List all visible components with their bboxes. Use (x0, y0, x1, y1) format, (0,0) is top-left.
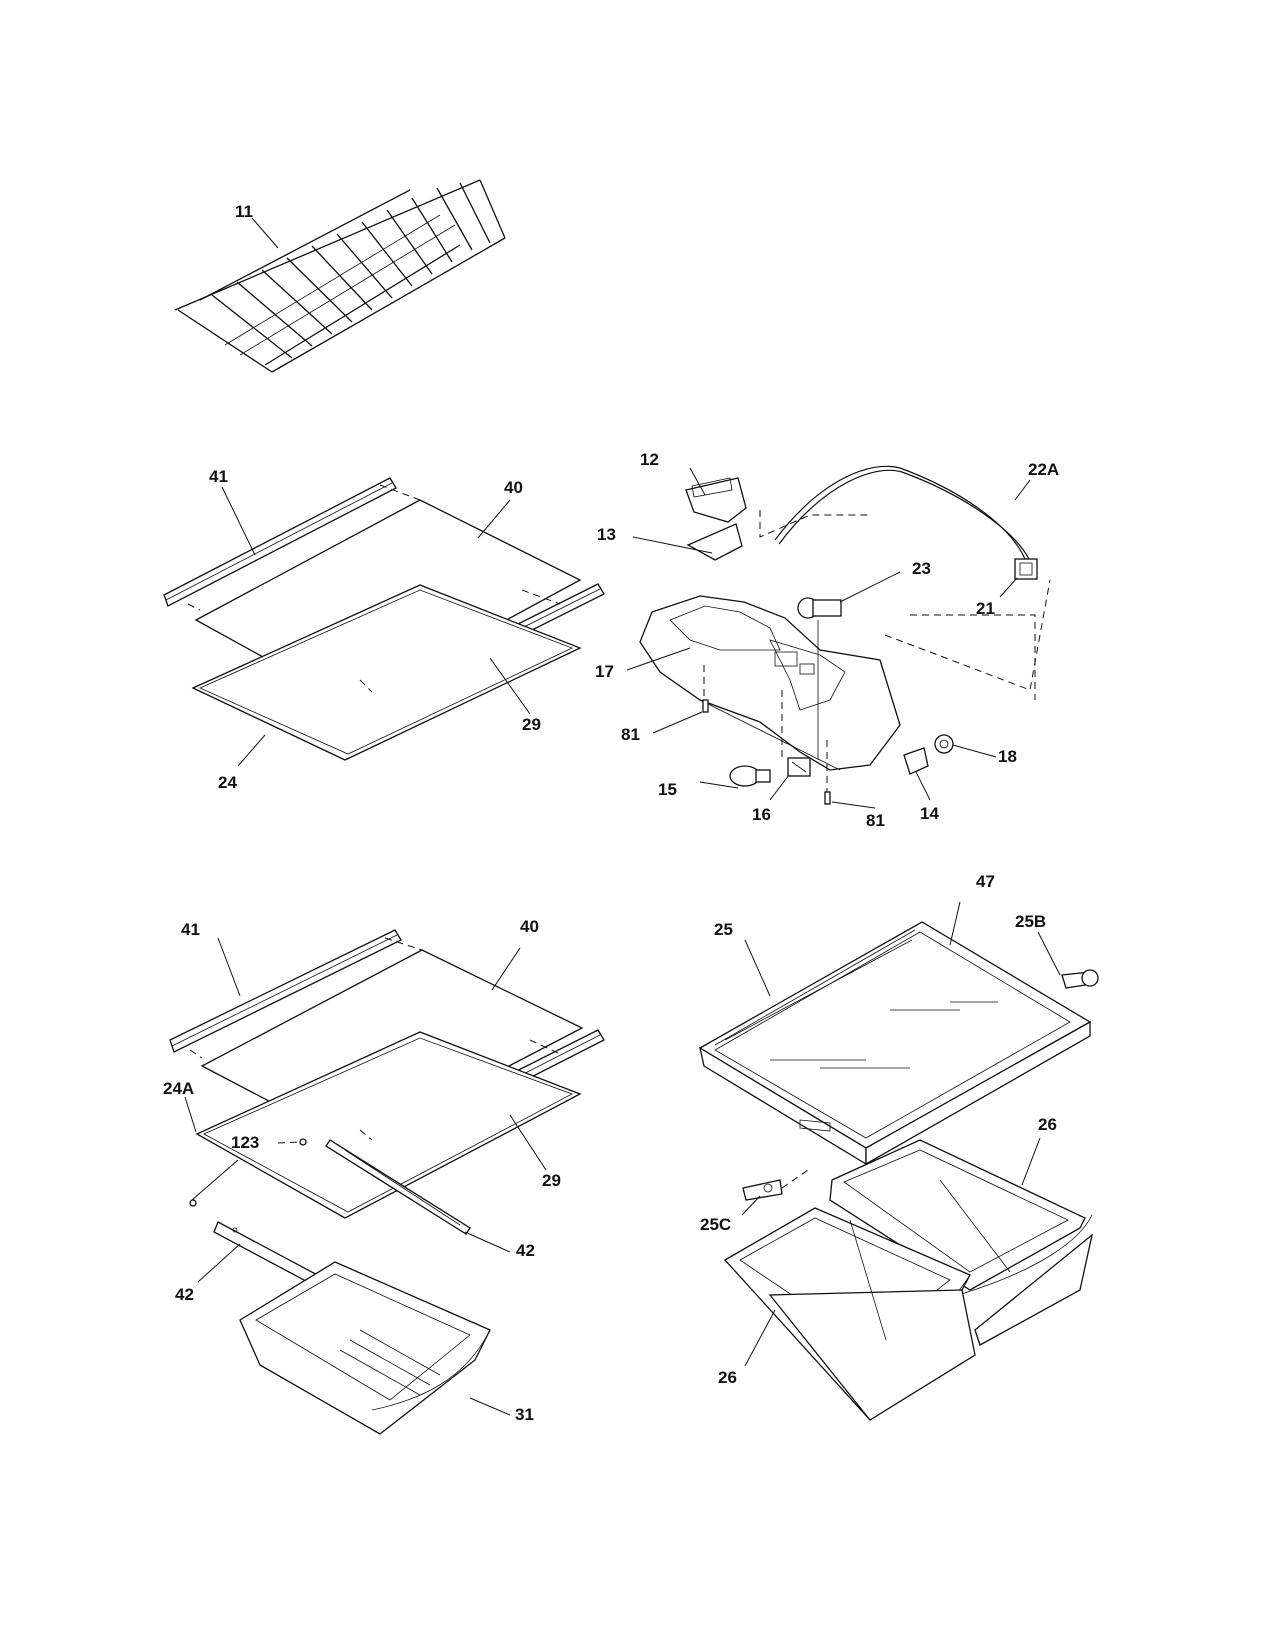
callout-24: 24 (218, 773, 237, 792)
callout-23: 23 (912, 559, 931, 578)
callout-12: 12 (640, 450, 659, 469)
callout-16: 16 (752, 805, 771, 824)
callout-42-right: 42 (516, 1241, 535, 1260)
callout-14: 14 (920, 804, 939, 823)
callout-123: 123 (231, 1133, 259, 1152)
callout-25: 25 (714, 920, 733, 939)
callout-13: 13 (597, 525, 616, 544)
crisper-assembly (698, 921, 1099, 1422)
callout-15: 15 (658, 780, 677, 799)
shelf-assembly-2 (169, 929, 605, 1435)
callout-81-left: 81 (621, 725, 640, 744)
callout-31: 31 (515, 1405, 534, 1424)
callout-29-bottom: 29 (542, 1171, 561, 1190)
wire-shelf (174, 179, 506, 373)
callout-25B: 25B (1015, 912, 1046, 931)
callout-26-left: 26 (718, 1368, 737, 1387)
callout-40-top: 40 (504, 478, 523, 497)
callout-25C: 25C (700, 1215, 731, 1234)
callout-18: 18 (998, 747, 1017, 766)
shelf-assembly-1 (163, 477, 605, 761)
callout-11: 11 (235, 202, 253, 221)
control-assembly (639, 465, 1051, 805)
callout-21: 21 (976, 599, 995, 618)
callout-17: 17 (595, 662, 614, 681)
callout-22A: 22A (1028, 460, 1059, 479)
callout-41-bottom: 41 (181, 920, 200, 939)
callout-40-bottom: 40 (520, 917, 539, 936)
callout-24A: 24A (163, 1079, 194, 1098)
callout-29-top: 29 (522, 715, 541, 734)
callout-42-left: 42 (175, 1285, 194, 1304)
callout-26-right: 26 (1038, 1115, 1057, 1134)
callout-81-right: 81 (866, 811, 885, 830)
callout-41-top: 41 (209, 467, 228, 486)
callout-47: 47 (976, 872, 995, 891)
